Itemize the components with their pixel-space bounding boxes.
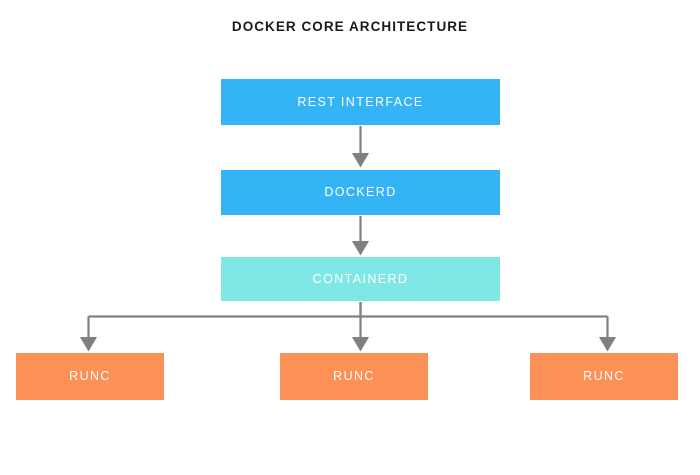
node-dockerd-label: DOCKERD xyxy=(324,185,397,200)
diagram-title: DOCKER CORE ARCHITECTURE xyxy=(231,19,469,34)
node-rest-interface[interactable]: REST INTERFACE xyxy=(221,79,500,125)
node-containerd[interactable]: CONTAINERD xyxy=(221,257,500,301)
node-runc-2-label: RUNC xyxy=(333,369,375,384)
node-runc-3-label: RUNC xyxy=(583,369,625,384)
node-runc-1[interactable]: RUNC xyxy=(16,353,164,400)
node-dockerd[interactable]: DOCKERD xyxy=(221,170,500,215)
node-runc-3[interactable]: RUNC xyxy=(530,353,678,400)
node-rest-interface-label: REST INTERFACE xyxy=(297,94,424,109)
node-containerd-label: CONTAINERD xyxy=(312,271,409,286)
node-runc-2[interactable]: RUNC xyxy=(280,353,428,400)
node-runc-1-label: RUNC xyxy=(69,369,111,384)
